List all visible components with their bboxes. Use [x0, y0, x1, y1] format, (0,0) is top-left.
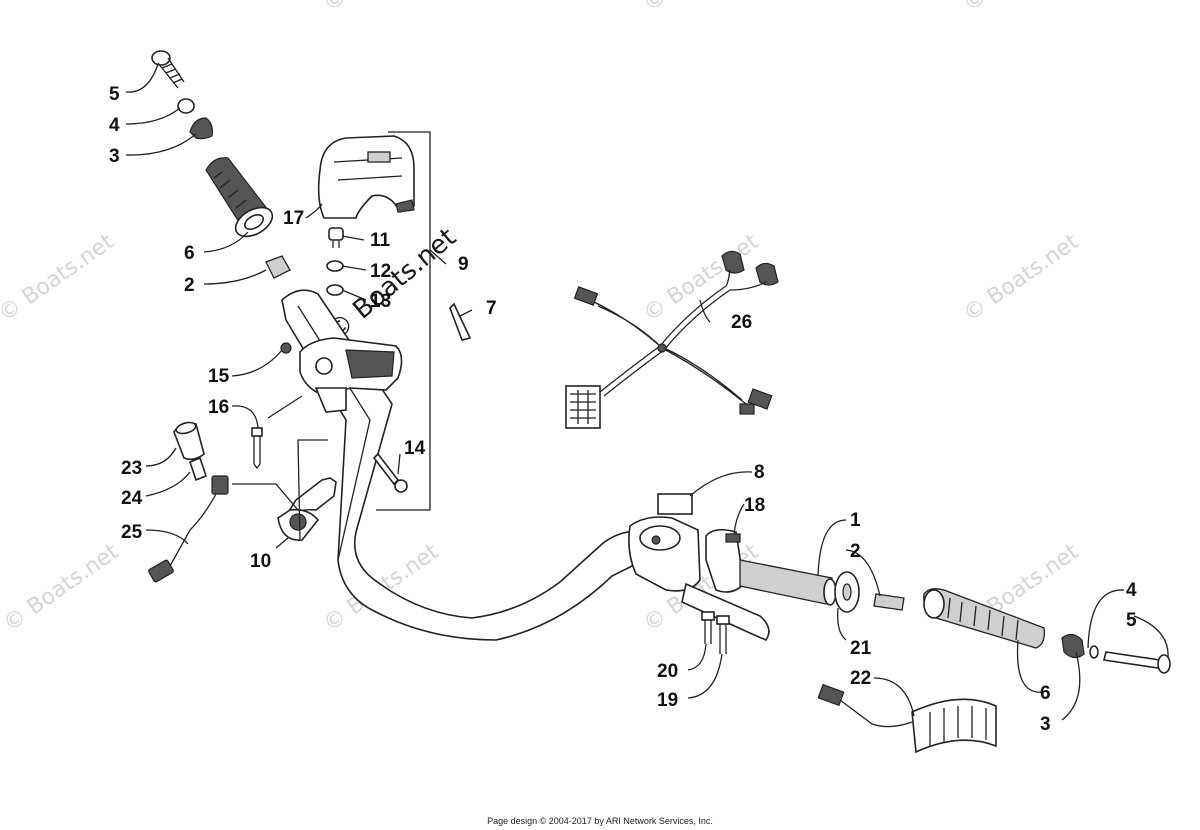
bar-end-weight-left	[189, 117, 213, 140]
label-26: 26	[731, 312, 752, 333]
bar-end-weight-right	[1061, 633, 1085, 659]
label-8: 8	[754, 462, 765, 483]
label-20: 20	[657, 661, 678, 682]
label-18: 18	[744, 495, 765, 516]
throttle-switch	[277, 477, 337, 541]
label-15: 15	[208, 366, 230, 387]
label-6-right: 6	[1040, 683, 1051, 704]
watermark: © Boats.net	[0, 229, 119, 327]
label-25: 25	[121, 522, 143, 543]
label-24: 24	[121, 488, 143, 509]
boot	[173, 421, 205, 461]
sleeve-left	[265, 255, 291, 279]
flat-washer	[326, 284, 344, 296]
end-screw-right	[1103, 651, 1171, 674]
label-5: 5	[109, 84, 120, 105]
lever-bolt	[716, 615, 730, 654]
label-4: 4	[109, 115, 120, 136]
gasket	[189, 456, 207, 482]
watermark-pattern: © Boats.net © Boats.net © Boats.net © Bo…	[0, 0, 1084, 637]
label-11: 11	[370, 230, 391, 251]
throttle-housing	[299, 337, 403, 413]
lock-washer-right	[1089, 645, 1099, 659]
watermark: © Boats.net	[959, 0, 1084, 17]
grip-heater-element	[817, 683, 997, 754]
label-5-right: 5	[1126, 610, 1137, 631]
label-6: 6	[184, 243, 195, 264]
label-2: 2	[184, 275, 195, 296]
assembly-bracket	[376, 131, 431, 511]
nut	[280, 342, 292, 354]
label-3-right: 3	[1040, 714, 1051, 735]
page-footer: Page design © 2004-2017 by ARI Network S…	[487, 816, 713, 826]
part-labels: 5 4 3 6 2 17 11 12 13 9 7 15 16 14 23 24…	[109, 84, 1137, 735]
leader-lines	[125, 63, 1169, 721]
label-19: 19	[657, 690, 678, 711]
lock-washer	[326, 260, 344, 272]
label-10: 10	[250, 551, 271, 572]
housing-bolt	[372, 452, 408, 493]
housing-bolt-long	[251, 427, 263, 470]
label-9: 9	[458, 254, 469, 275]
watermark: © Boats.net	[639, 0, 764, 17]
grip-left	[205, 157, 274, 238]
throttle-switch-harness	[148, 475, 229, 583]
lever-screw	[701, 611, 715, 644]
brake-master-cylinder	[628, 516, 770, 641]
watermark-center: © Boats.net	[321, 222, 462, 347]
label-14: 14	[404, 438, 426, 459]
spacer-washer	[834, 571, 860, 613]
lock-washer-left	[177, 98, 195, 114]
watermark: © Boats.net	[959, 229, 1084, 327]
throttle-tube	[739, 559, 837, 606]
label-4-right: 4	[1126, 580, 1137, 601]
sleeve-right	[873, 593, 905, 611]
label-12: 12	[370, 261, 391, 282]
label-21: 21	[850, 638, 872, 659]
label-22: 22	[850, 668, 871, 689]
label-7: 7	[486, 298, 497, 319]
label-2-right: 2	[850, 541, 861, 562]
label-1: 1	[850, 510, 861, 531]
label-13: 13	[370, 291, 391, 312]
decal-small	[449, 302, 472, 341]
housing-screw	[328, 227, 344, 248]
wiring-harness	[565, 250, 779, 429]
throttle-housing-cover	[317, 135, 415, 219]
label-3: 3	[109, 146, 120, 167]
label-16: 16	[208, 397, 229, 418]
decal-right	[657, 493, 693, 515]
watermark: © Boats.net	[0, 539, 124, 637]
end-screw-left	[151, 50, 185, 89]
label-17: 17	[283, 208, 304, 229]
watermark: © Boats.net	[319, 0, 444, 17]
label-23: 23	[121, 458, 142, 479]
grip-right	[923, 588, 1045, 649]
